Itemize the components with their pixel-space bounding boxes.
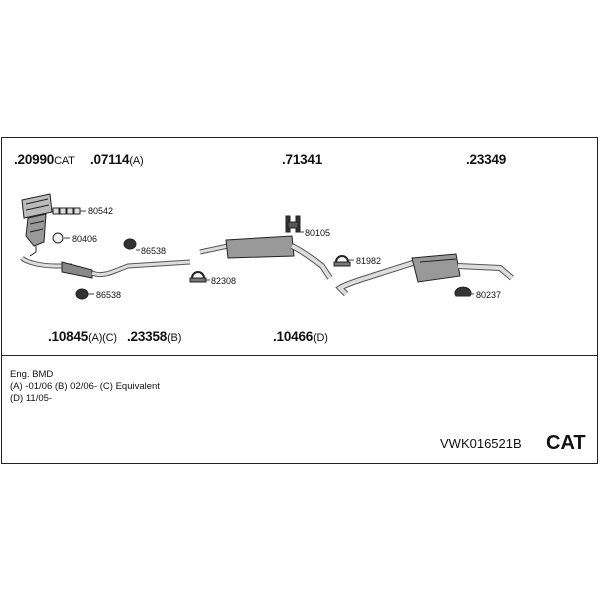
engine-code-note: Eng. BMD	[10, 369, 54, 380]
part-number-23358: .23358(B)	[127, 329, 182, 344]
callout-80406: 80406	[72, 234, 98, 244]
catalytic-converter-icon	[21, 193, 53, 257]
variant-note-1: (A) -01/06 (B) 02/06- (C) Equivalent	[10, 381, 160, 392]
part-number-07114: .07114(A)	[90, 152, 144, 167]
clamp-icon	[333, 255, 351, 267]
tailpipe-icon	[457, 263, 514, 281]
notes-divider	[1, 355, 598, 356]
variant-note-2: (D) 11/05-	[10, 393, 53, 404]
ring-gasket-icon	[52, 232, 64, 244]
part-number-rear-silencer: .23349	[466, 152, 507, 167]
rubber-hanger-icon	[123, 238, 137, 250]
kit-code: VWK016521B	[440, 436, 522, 451]
callout-86538-bottom: 86538	[96, 290, 122, 300]
gasket-icon	[52, 207, 81, 215]
callout-82308: 82308	[211, 276, 237, 286]
part-number-10466: .10466(D)	[273, 329, 328, 344]
rubber-hanger-icon	[454, 286, 472, 297]
diagram-frame	[1, 137, 598, 464]
callout-80105: 80105	[305, 228, 331, 238]
rubber-hanger-icon	[75, 288, 89, 300]
callout-81982: 81982	[356, 256, 382, 266]
cat-label: CAT	[546, 432, 586, 454]
callout-80542: 80542	[88, 206, 114, 216]
middle-silencer-icon	[199, 235, 333, 280]
callout-86538-top: 86538	[141, 246, 167, 256]
part-number-front-pipe: .10845(A)(C)	[48, 329, 117, 344]
part-number-middle-silencer: .71341	[282, 152, 323, 167]
part-number-catalytic-converter: .20990CAT	[14, 152, 75, 167]
front-pipe-icon	[20, 256, 191, 279]
callout-80237: 80237	[476, 290, 502, 300]
rubber-hanger-icon	[285, 215, 301, 233]
clamp-icon	[189, 271, 207, 283]
rear-silencer-icon	[335, 253, 461, 297]
